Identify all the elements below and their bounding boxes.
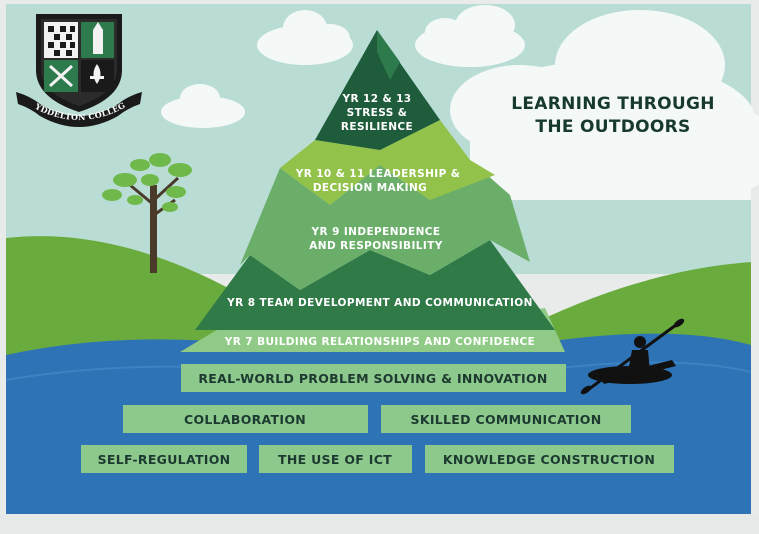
skill-label: THE USE OF ICT <box>278 452 392 467</box>
level-label: YR 10 & 11 LEADERSHIP & <box>295 168 461 180</box>
level-label: YR 8 TEAM DEVELOPMENT AND COMMUNICATION <box>226 297 533 309</box>
level-label: YR 9 INDEPENDENCE <box>311 226 441 238</box>
level-label: YR 12 & 13 <box>341 93 411 105</box>
poster-title: LEARNING THROUGH <box>511 94 715 114</box>
level-label: YR 7 BUILDING RELATIONSHIPS AND CONFIDEN… <box>224 336 535 348</box>
poster-title: THE OUTDOORS <box>535 117 690 137</box>
skill-label: REAL-WORLD PROBLEM SOLVING & INNOVATION <box>198 371 547 386</box>
level-label: AND RESPONSIBILITY <box>309 240 442 252</box>
skill-label: KNOWLEDGE CONSTRUCTION <box>443 452 655 467</box>
skill-label: SKILLED COMMUNICATION <box>411 412 602 427</box>
level-label: DECISION MAKING <box>313 182 427 194</box>
skill-label: SELF-REGULATION <box>98 452 231 467</box>
poster-bottom-margin <box>0 514 759 534</box>
skill-label: COLLABORATION <box>184 412 306 427</box>
level-label: RESILIENCE <box>341 121 413 133</box>
level-label: STRESS & <box>347 107 408 119</box>
